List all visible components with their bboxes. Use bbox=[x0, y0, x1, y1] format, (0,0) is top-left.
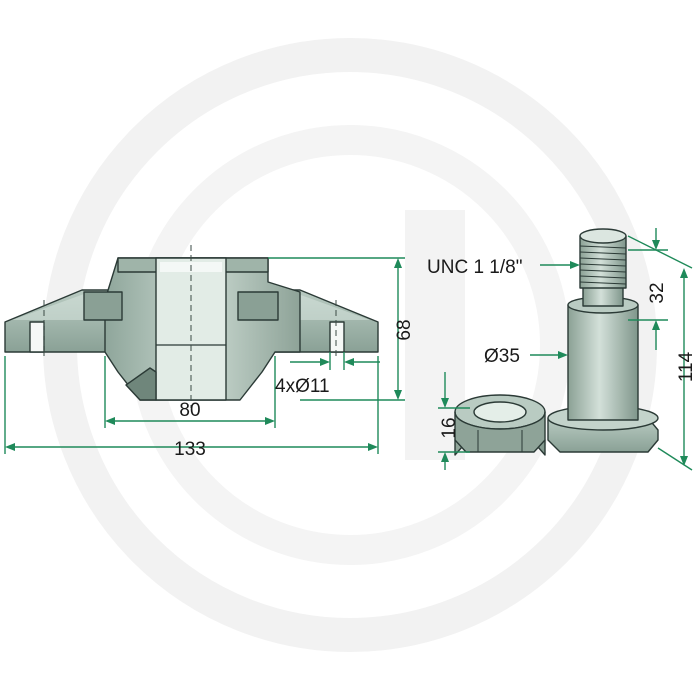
hub-part bbox=[4, 245, 379, 408]
nut-part bbox=[454, 394, 546, 456]
bolt-hole-left bbox=[29, 321, 45, 353]
overall-width-label: 133 bbox=[174, 439, 206, 460]
hub-dimensions bbox=[4, 257, 405, 454]
pin-length-label: 114 bbox=[676, 351, 697, 382]
pin-dimensions bbox=[530, 228, 693, 471]
nut-height-label: 16 bbox=[439, 417, 460, 438]
nut-dimensions bbox=[438, 372, 470, 470]
thread-length-label: 32 bbox=[647, 282, 668, 303]
pin-part bbox=[547, 228, 659, 453]
thread-spec-label: UNC 1 1/8" bbox=[427, 257, 522, 278]
pin-diameter-label: Ø35 bbox=[484, 346, 520, 367]
hole-spec-label: 4xØ11 bbox=[275, 376, 330, 397]
hub-height-label: 68 bbox=[394, 319, 415, 340]
bolt-hole-right bbox=[329, 321, 345, 353]
bore-width-label: 80 bbox=[179, 400, 200, 421]
